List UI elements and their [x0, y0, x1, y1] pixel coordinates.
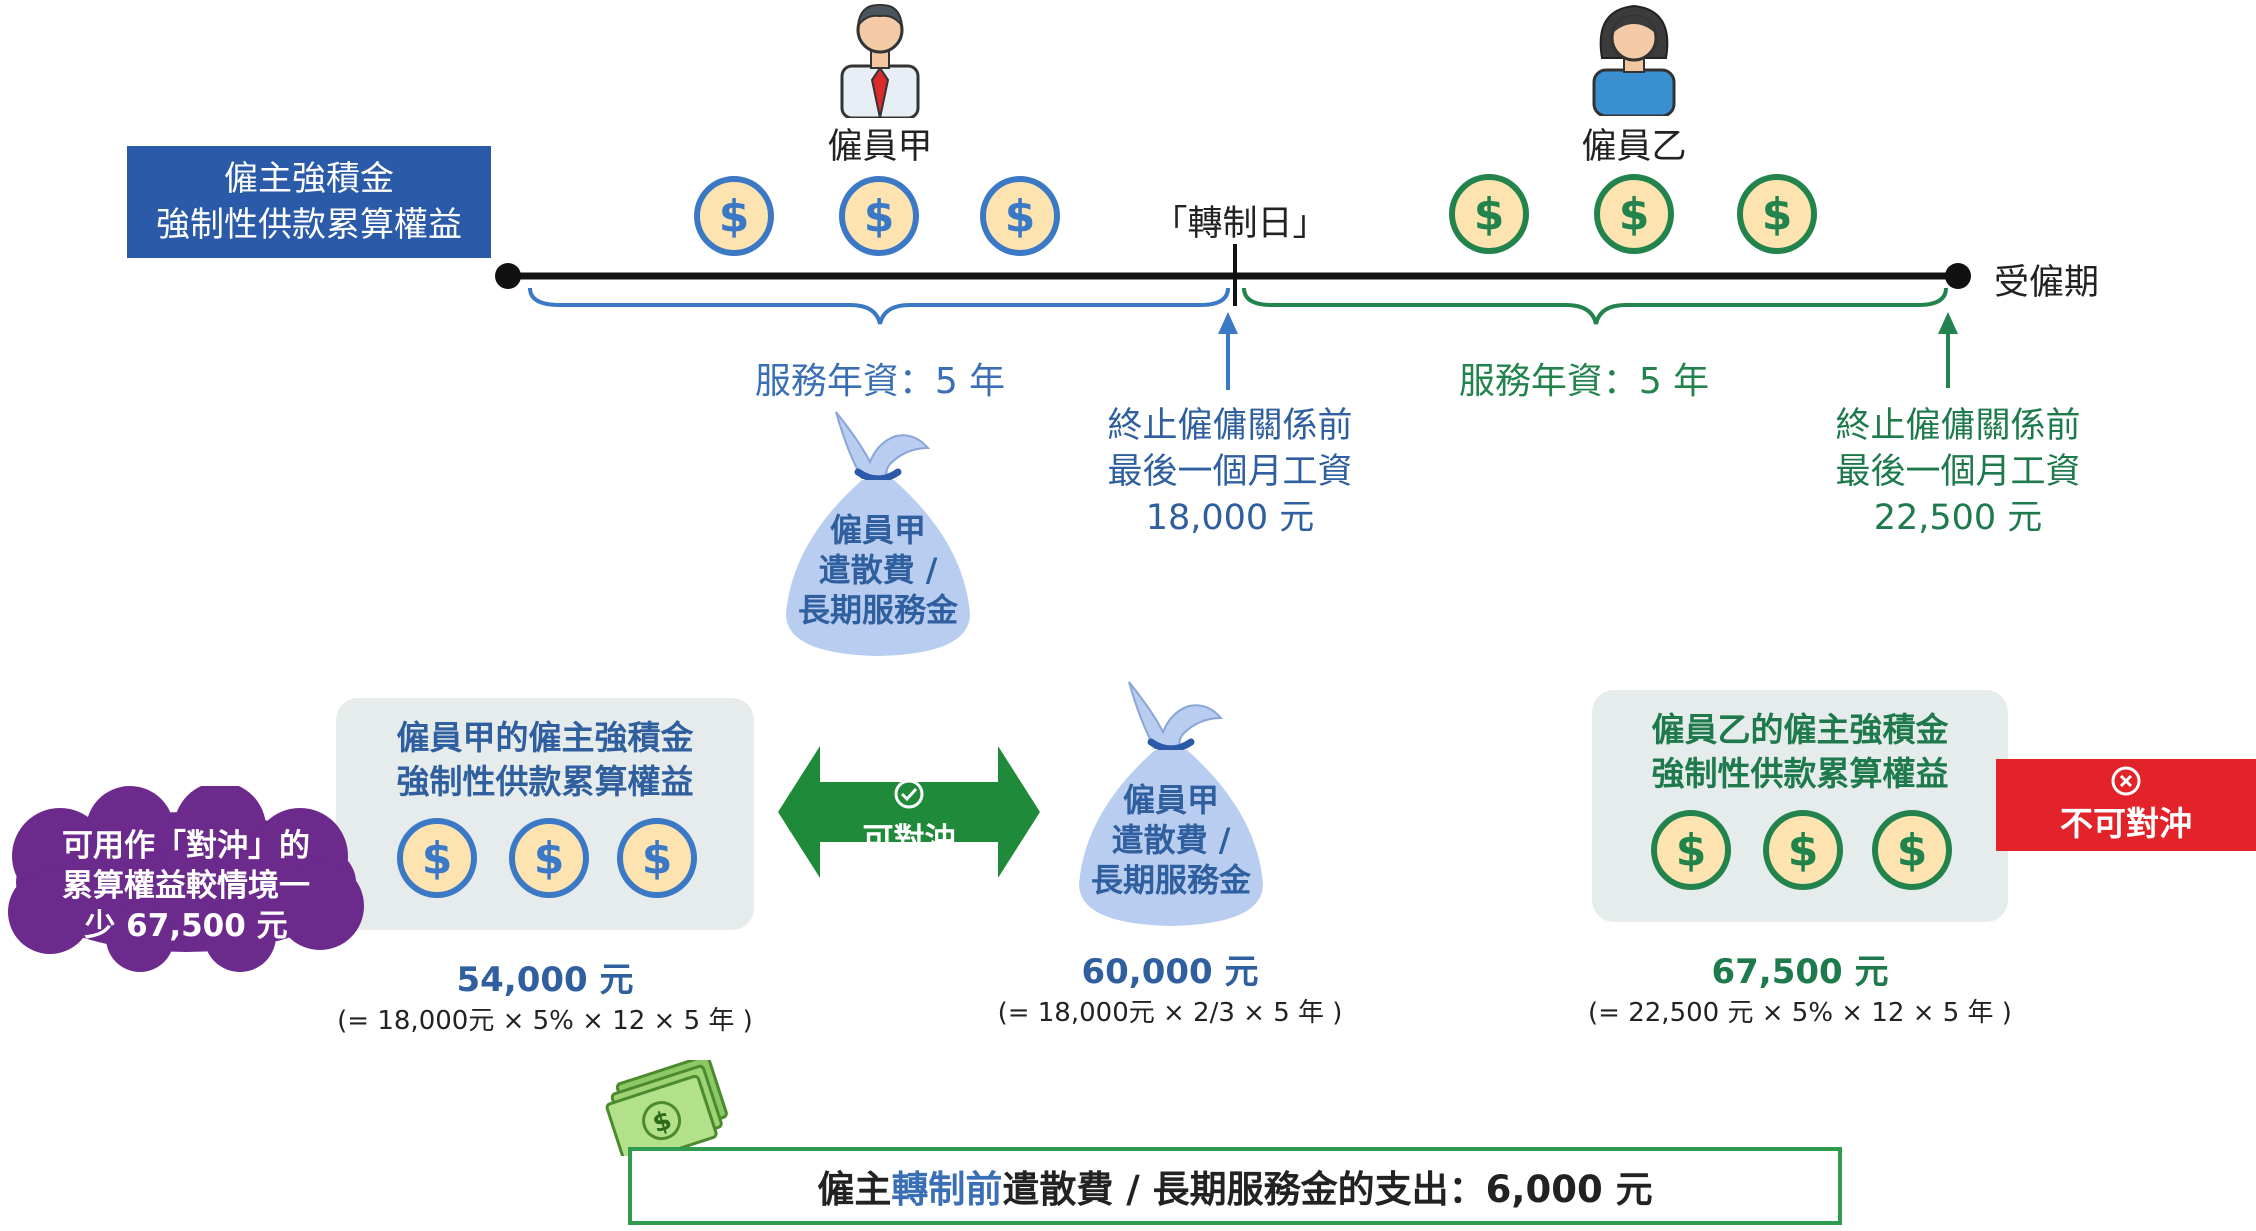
svg-text:$: $ [719, 191, 750, 242]
panel-b-line-1: 僱員乙的僱主強積金 [1651, 710, 1949, 749]
dollar-coin-icon: $ [980, 176, 1060, 256]
bag-mid-line-2: 遣散費 / [1111, 821, 1231, 859]
cloud-line-2: 累算權益較情境一 [62, 868, 310, 904]
svg-text:$: $ [1897, 825, 1928, 876]
svg-text:$: $ [1788, 825, 1819, 876]
formula-mid: (= 18,000元 × 2/3 × 5 年 ) [997, 998, 1343, 1028]
bag-mid-line-1: 僱員甲 [1122, 781, 1219, 819]
wage-a-amount: 18,000 元 [1145, 498, 1315, 538]
conversion-day-label: 「轉制日」 [1152, 204, 1328, 244]
employee-a-name: 僱員甲 [827, 127, 933, 167]
dollar-coin-icon: $ [1651, 810, 1731, 890]
wage-a-line-1: 終止僱傭關係前 [1107, 406, 1353, 446]
legend-line-2: 強制性供款累算權益 [156, 205, 462, 245]
service-years-b: 服務年資：5 年 [1458, 361, 1710, 402]
svg-text:$: $ [864, 191, 895, 242]
summary-part-1: 僱主 [817, 1168, 892, 1211]
timeline-end-label: 受僱期 [1994, 263, 2100, 303]
wage-b-amount: 22,500 元 [1873, 498, 2043, 538]
employment-timeline [495, 244, 1971, 390]
not-offsettable-label: 不可對沖 [2060, 804, 2192, 843]
summary-part-3: 遣散費 / 長期服務金的支出：6,000 元 [1002, 1168, 1653, 1211]
money-bag-icon [786, 411, 970, 656]
bag-top-line-3: 長期服務金 [797, 591, 958, 629]
last-wage-a: 終止僱傭關係前 最後一個月工資 18,000 元 [1070, 403, 1390, 541]
svg-text:$: $ [1005, 191, 1036, 242]
male-employee-icon [840, 3, 920, 118]
svg-text:$: $ [642, 833, 673, 884]
dollar-coin-icon: $ [1449, 174, 1529, 254]
offset-double-arrow [778, 746, 1040, 878]
amount-mid: 60,000 元 [1081, 952, 1259, 992]
dollar-coin-icon: $ [1763, 810, 1843, 890]
panel-a-line-2: 強制性供款累算權益 [396, 762, 694, 801]
bag-mid-line-3: 長期服務金 [1090, 861, 1251, 899]
amount-b: 67,500 元 [1711, 952, 1889, 992]
last-wage-b: 終止僱傭關係前 最後一個月工資 22,500 元 [1798, 403, 2118, 541]
cloud-text: 可用作「對沖」的 累算權益較情境一 少 67,500 元 [14, 826, 358, 946]
panel-b-line-2: 強制性供款累算權益 [1651, 754, 1949, 793]
dollar-coin-icon: $ [509, 818, 589, 898]
dollar-coin-icon: $ [839, 176, 919, 256]
panel-a-title: 僱員甲的僱主強積金 強制性供款累算權益 [336, 716, 754, 804]
svg-text:$: $ [1676, 825, 1707, 876]
offset-label: 可對沖 [862, 822, 956, 858]
svg-text:$: $ [1762, 189, 1793, 240]
wage-b-line-1: 終止僱傭關係前 [1835, 406, 2081, 446]
cloud-line-1: 可用作「對沖」的 [62, 828, 310, 864]
svg-text:$: $ [422, 833, 453, 884]
bag-mid-label: 僱員甲 遣散費 / 長期服務金 [1066, 780, 1276, 900]
cross-circle-icon [2111, 766, 2141, 796]
dollar-coin-icon: $ [617, 818, 697, 898]
cloud-callout [8, 786, 364, 972]
employee-b-name: 僱員乙 [1581, 127, 1687, 167]
svg-text:$: $ [1474, 189, 1505, 240]
bottom-summary: 僱主轉制前遣散費 / 長期服務金的支出：6,000 元 [628, 1147, 1842, 1225]
bag-top-label: 僱員甲 遣散費 / 長期服務金 [778, 510, 978, 630]
dollar-coin-icon: $ [397, 818, 477, 898]
dollar-coin-icon: $ [1737, 174, 1817, 254]
formula-b: (= 22,500 元 × 5% × 12 × 5 年 ) [1588, 998, 2012, 1028]
formula-a: (= 18,000元 × 5% × 12 × 5 年 ) [337, 1006, 753, 1036]
bag-top-line-2: 遣散費 / [818, 551, 938, 589]
cloud-line-3: 少 67,500 元 [84, 908, 288, 944]
female-employee-icon [1592, 4, 1676, 116]
not-offsettable-tag: 不可對沖 [1996, 759, 2256, 851]
panel-a-line-1: 僱員甲的僱主強積金 [396, 718, 694, 757]
legend-line-1: 僱主強積金 [224, 159, 394, 199]
panel-b-title: 僱員乙的僱主強積金 強制性供款累算權益 [1592, 708, 2008, 796]
mpf-legend-box: 僱主強積金 強制性供款累算權益 [127, 146, 491, 258]
wage-a-line-2: 最後一個月工資 [1107, 452, 1353, 492]
dollar-coin-icon: $ [1594, 174, 1674, 254]
bag-top-line-1: 僱員甲 [829, 511, 926, 549]
service-years-a: 服務年資：5 年 [754, 361, 1006, 402]
dollar-coin-icon: $ [694, 176, 774, 256]
amount-a: 54,000 元 [456, 960, 634, 1000]
summary-part-2: 轉制前 [891, 1168, 1003, 1211]
dollar-coin-icon: $ [1872, 810, 1952, 890]
money-bag-icon [1079, 681, 1263, 926]
wage-b-line-2: 最後一個月工資 [1835, 452, 2081, 492]
svg-text:$: $ [1619, 189, 1650, 240]
svg-text:$: $ [534, 833, 565, 884]
cash-stack-icon: $ [605, 1060, 728, 1156]
